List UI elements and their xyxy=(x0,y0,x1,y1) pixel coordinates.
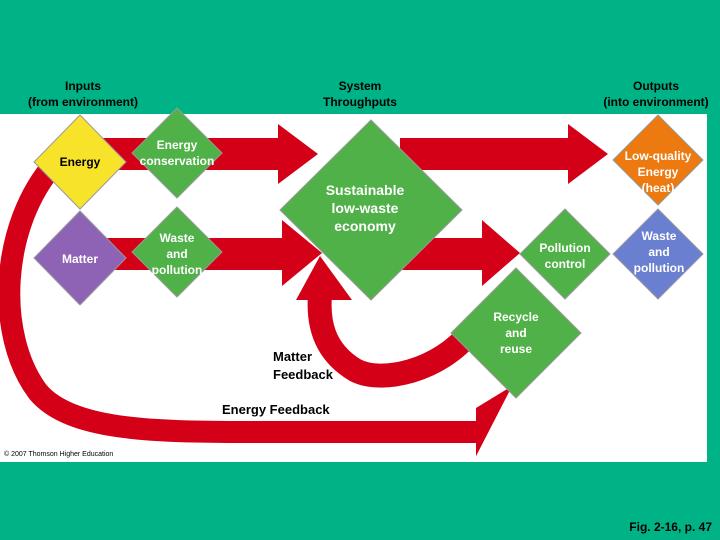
low-quality-line-2: Energy xyxy=(637,165,679,179)
sustainable-economy-diamond xyxy=(279,119,463,301)
low-quality-line-3: (heat) xyxy=(641,181,675,195)
energy-conservation-diamond xyxy=(131,107,223,199)
system-header: System Throughputs xyxy=(305,78,415,110)
matter-label: Matter xyxy=(40,251,120,267)
outputs-header: Outputs (into environment) xyxy=(592,78,720,110)
inputs-header-subtitle: (from environment) xyxy=(27,95,138,109)
sustainable-line-3: economy xyxy=(334,218,396,234)
sustainable-line-2: low-waste xyxy=(331,200,399,216)
pollution-control-diamond xyxy=(519,208,611,300)
waste-pollution-output-label: Waste and pollution xyxy=(612,228,706,276)
energy-conservation-line-2: conservation xyxy=(139,154,215,168)
sustainable-line-1: Sustainable xyxy=(325,182,405,198)
waste-pollution-input-diamond xyxy=(131,206,223,298)
waste-input-line-3: pollution xyxy=(151,263,203,277)
energy-diamond xyxy=(33,114,127,210)
recycle-reuse-diamond xyxy=(450,267,582,399)
energy-output-arrow xyxy=(400,124,608,184)
pollution-control-line-1: Pollution xyxy=(539,241,591,255)
energy-feedback-text: Energy Feedback xyxy=(222,402,330,417)
pollution-control-line-2: control xyxy=(544,257,586,271)
waste-output-line-3: pollution xyxy=(633,261,685,275)
copyright-text: © 2007 Thomson Higher Education xyxy=(4,451,114,458)
system-header-title: System xyxy=(338,79,382,93)
matter-diamond xyxy=(33,210,127,306)
low-quality-energy-diamond xyxy=(612,114,704,206)
energy-feedback-label: Energy Feedback xyxy=(222,401,330,419)
recycle-line-3: reuse xyxy=(499,342,533,356)
inputs-header: Inputs (from environment) xyxy=(18,78,148,110)
waste-input-line-2: and xyxy=(166,247,188,261)
recycle-line-1: Recycle xyxy=(493,310,539,324)
energy-feedback-arrow xyxy=(0,155,512,456)
waste-pollution-output-diamond xyxy=(612,208,704,300)
recycle-reuse-label: Recycle and reuse xyxy=(471,309,561,357)
low-quality-line-1: Low-quality xyxy=(624,149,692,163)
pollution-control-label: Pollution control xyxy=(520,240,610,272)
matter-label-text: Matter xyxy=(61,252,98,266)
waste-input-line-1: Waste xyxy=(159,231,195,245)
energy-conservation-label: Energy conservation xyxy=(127,137,227,169)
figure-reference: Fig. 2-16, p. 47 xyxy=(629,520,712,534)
matter-feedback-line-1: Matter xyxy=(273,349,313,364)
recycle-line-2: and xyxy=(505,326,527,340)
matter-feedback-label: Matter Feedback xyxy=(273,348,333,384)
waste-output-line-2: and xyxy=(648,245,670,259)
matter-feedback-arrow xyxy=(296,256,482,388)
outputs-header-subtitle: (into environment) xyxy=(603,95,709,109)
energy-label: Energy xyxy=(40,154,120,170)
inputs-header-title: Inputs xyxy=(65,79,101,93)
energy-conservation-line-1: Energy xyxy=(156,138,198,152)
waste-pollution-input-label: Waste and pollution xyxy=(127,230,227,278)
low-quality-energy-label: Low-quality Energy (heat) xyxy=(610,148,706,196)
outputs-header-title: Outputs xyxy=(633,79,679,93)
system-header-subtitle: Throughputs xyxy=(323,95,397,109)
sustainable-economy-label: Sustainable low-waste economy xyxy=(305,181,425,235)
energy-label-text: Energy xyxy=(59,155,101,169)
waste-output-line-1: Waste xyxy=(641,229,677,243)
matter-feedback-line-2: Feedback xyxy=(273,367,333,382)
